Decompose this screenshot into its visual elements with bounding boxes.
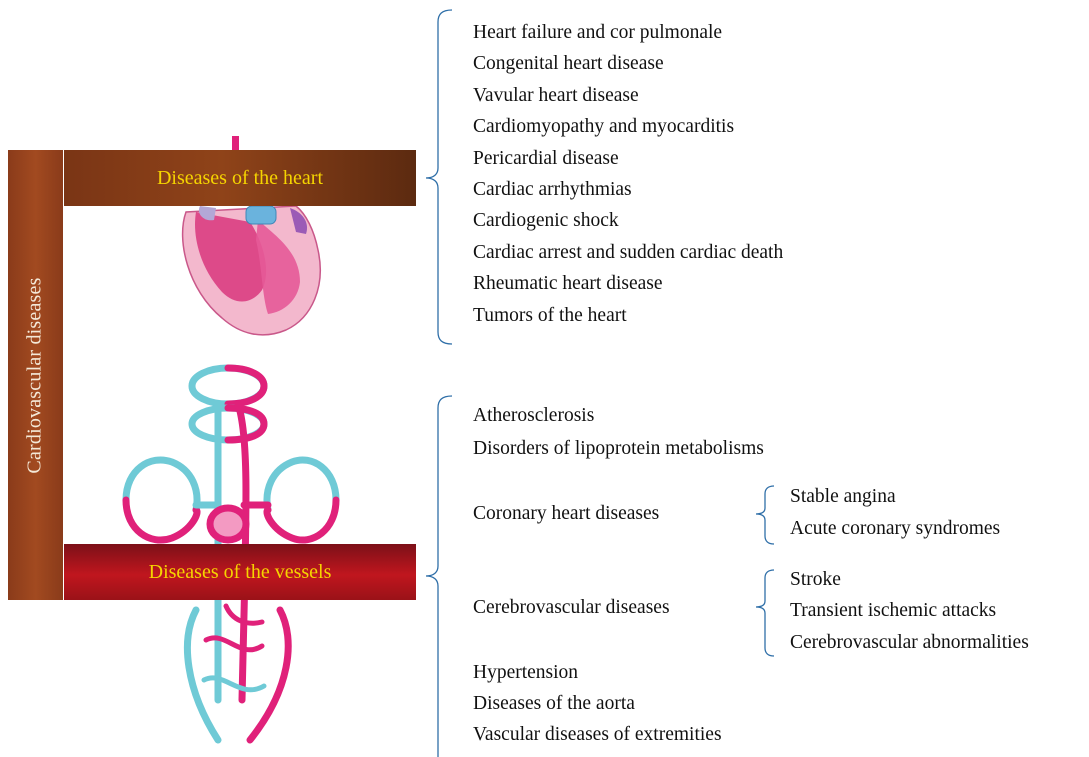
heart-item: Cardiac arrest and sudden cardiac death: [473, 242, 783, 264]
vessels-item: Vascular diseases of extremities: [473, 724, 722, 746]
root-label-wrap: Cardiovascular diseases: [8, 150, 63, 600]
heart-item: Tumors of the heart: [473, 305, 627, 327]
bracket-vessels: [426, 396, 452, 757]
coronary-subitem: Acute coronary syndromes: [790, 518, 1000, 540]
cerebrovascular-subitem: Stroke: [790, 569, 841, 591]
vessels-item-coronary: Coronary heart diseases: [473, 503, 659, 525]
heart-item: Vavular heart disease: [473, 85, 639, 107]
cerebrovascular-subitem: Transient ischemic attacks: [790, 600, 996, 622]
vessels-category-band: Diseases of the vessels: [64, 544, 416, 600]
heart-item: Cardiogenic shock: [473, 210, 619, 232]
heart-item: Rheumatic heart disease: [473, 273, 663, 295]
heart-category-label: Diseases of the heart: [157, 167, 323, 190]
heart-item: Cardiomyopathy and myocarditis: [473, 116, 734, 138]
root-label: Cardiovascular diseases: [24, 277, 47, 473]
heart-item: Heart failure and cor pulmonale: [473, 22, 722, 44]
heart-category-band: Diseases of the heart: [64, 150, 416, 206]
heart-item: Cardiac arrhythmias: [473, 179, 632, 201]
vessels-category-label: Diseases of the vessels: [149, 561, 332, 584]
vessels-item: Disorders of lipoprotein metabolisms: [473, 438, 764, 460]
coronary-subitem: Stable angina: [790, 486, 896, 508]
vessels-item: Atherosclerosis: [473, 405, 594, 427]
vessels-item: Diseases of the aorta: [473, 693, 635, 715]
bracket-coronary: [756, 486, 774, 544]
cerebrovascular-subitem: Cerebrovascular abnormalities: [790, 632, 1029, 654]
vessels-item: Hypertension: [473, 662, 578, 684]
heart-item: Congenital heart disease: [473, 53, 664, 75]
bracket-cerebrovascular: [756, 570, 774, 656]
bracket-heart: [426, 10, 452, 344]
vessels-item-cerebrovascular: Cerebrovascular diseases: [473, 597, 670, 619]
heart-item: Pericardial disease: [473, 148, 619, 170]
